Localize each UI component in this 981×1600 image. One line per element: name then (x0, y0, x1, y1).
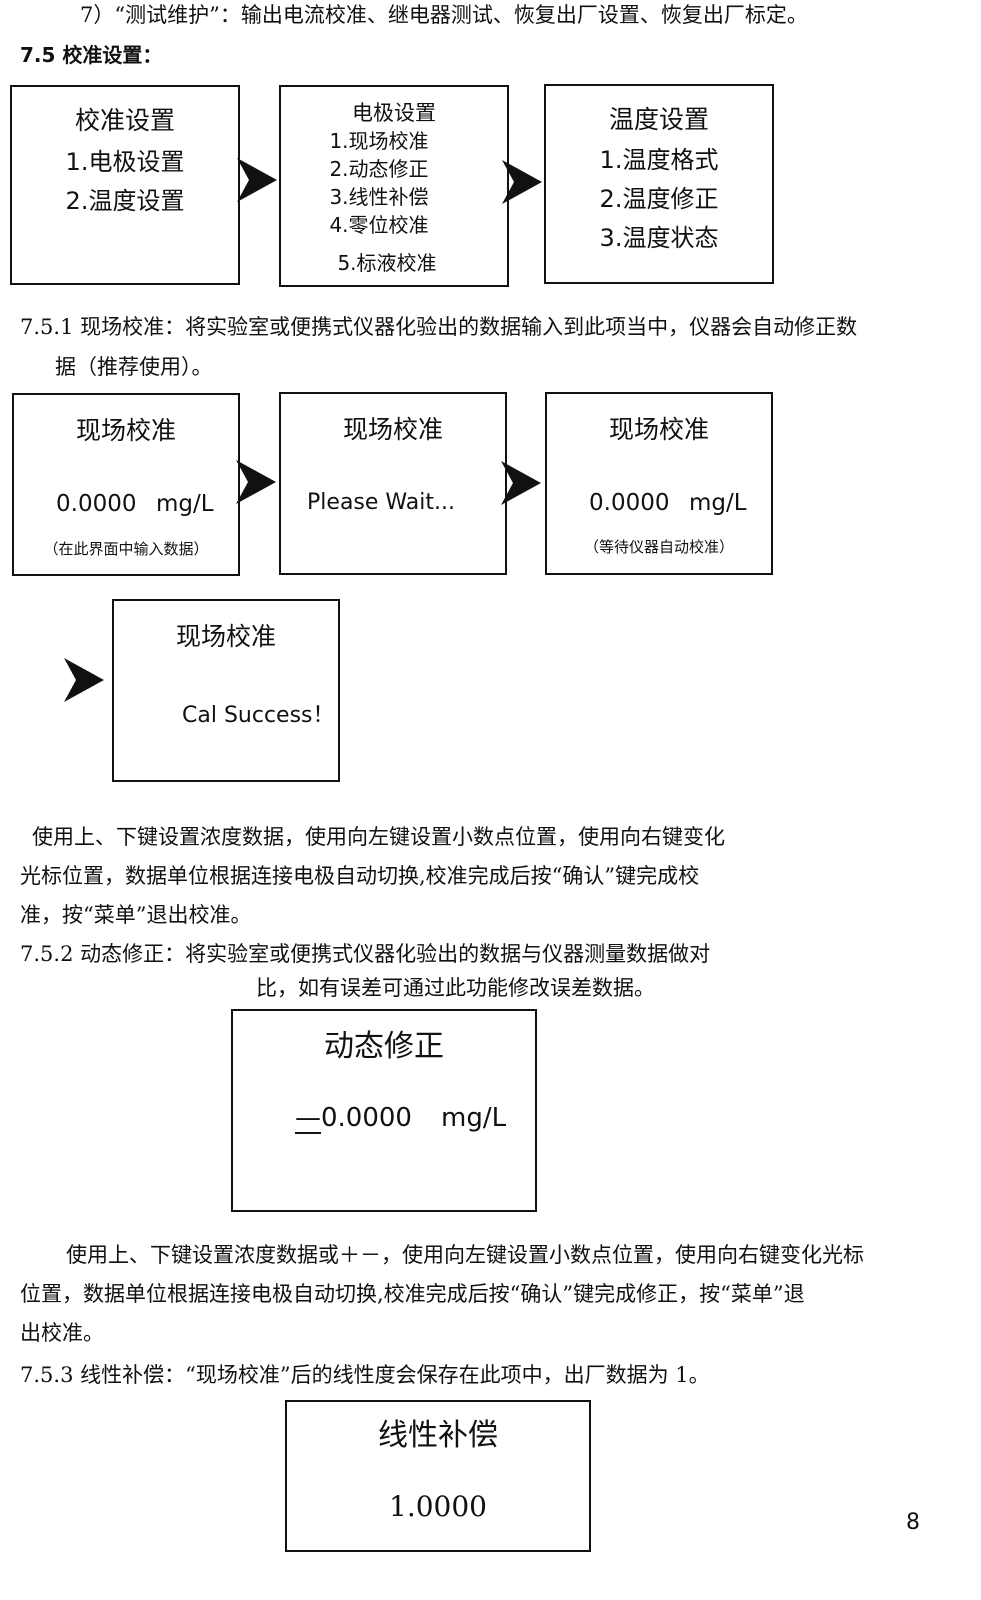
section-751-line2: 据（推荐使用）。 (55, 355, 213, 379)
section-752-line2: 比，如有误差可通过此功能修改误差数据。 (256, 976, 655, 1000)
screen-value: 0.0000 (321, 1103, 412, 1133)
menu-item: 5.标液校准 (337, 251, 437, 275)
menu-item: 2.温度设置 (65, 187, 185, 215)
screen-title: 现场校准 (175, 622, 276, 651)
menu-item: 1.温度格式 (599, 146, 719, 174)
screen-note: （在此界面中输入数据） (43, 540, 209, 558)
section-751-line1: 7.5.1 现场校准：将实验室或便携式仪器化验出的数据输入到此项当中，仪器会自动… (20, 315, 858, 339)
screen-title: 动态修正 (324, 1029, 444, 1064)
screen-message: Cal Success！ (182, 703, 335, 728)
screen-title: 现场校准 (608, 415, 709, 444)
menu-item: 3.温度状态 (599, 224, 719, 252)
screen-title: 现场校准 (342, 415, 443, 444)
screen-field-cal-success: 现场校准 Cal Success！ (112, 599, 340, 782)
section-title: 7.5 校准设置： (20, 43, 163, 67)
screen-field-cal-input: 现场校准 0.0000 mg/L （在此界面中输入数据） (12, 393, 240, 576)
menu-box-electrode: 电极设置 1.现场校准 2.动态修正 3.线性补偿 4.零位校准 5.标液校准 (279, 85, 509, 287)
menu-item: 3.线性补偿 (329, 185, 429, 209)
menu-title: 温度设置 (608, 105, 709, 134)
screen-field-cal-auto: 现场校准 0.0000 mg/L （等待仪器自动校准） (545, 392, 773, 575)
menu-box-calibration: 校准设置 1.电极设置 2.温度设置 (10, 85, 240, 285)
section-752-line1: 7.5.2 动态修正：将实验室或便携式仪器化验出的数据与仪器测量数据做对 (20, 942, 711, 966)
screen-unit: mg/L (441, 1103, 507, 1133)
menu-item: 1.电极设置 (65, 148, 185, 176)
screen-linear-compensation: 线性补偿 1.0000 (285, 1400, 591, 1552)
arrow-right-icon (236, 460, 276, 504)
paragraph-1-line1: 使用上、下键设置浓度数据，使用向左键设置小数点位置，使用向右键变化 (32, 825, 725, 849)
sign-cursor: — (295, 1103, 321, 1133)
arrow-right-icon (237, 158, 277, 202)
menu-item: 4.零位校准 (329, 213, 429, 237)
screen-unit: mg/L (156, 491, 214, 517)
screen-field-cal-wait: 现场校准 Please Wait... (279, 392, 507, 575)
menu-item: 1.现场校准 (329, 129, 429, 153)
arrow-right-icon (501, 461, 541, 505)
screen-value: 1.0000 (389, 1490, 487, 1523)
section-753: 7.5.3 线性补偿：“现场校准”后的线性度会保存在此项中，出厂数据为 1。 (20, 1363, 710, 1387)
screen-value: 0.0000 (56, 491, 137, 517)
menu-item: 2.温度修正 (599, 185, 719, 213)
screen-note: （等待仪器自动校准） (583, 538, 734, 556)
screen-value-row: —0.0000 (295, 1103, 412, 1133)
screen-unit: mg/L (689, 490, 747, 516)
intro-line: 7）“测试维护”：输出电流校准、继电器测试、恢复出厂设置、恢复出厂标定。 (80, 3, 808, 27)
arrow-right-icon (502, 160, 542, 204)
paragraph-2-line3: 出校准。 (20, 1321, 104, 1345)
menu-item: 2.动态修正 (329, 157, 429, 181)
paragraph-1-line3: 准，按“菜单”退出校准。 (20, 903, 252, 927)
arrow-right-icon (64, 658, 104, 702)
menu-title: 校准设置 (74, 106, 175, 135)
screen-title: 线性补偿 (378, 1418, 498, 1453)
menu-title: 电极设置 (352, 101, 436, 125)
screen-value: 0.0000 (589, 490, 670, 516)
screen-title: 现场校准 (75, 416, 176, 445)
paragraph-2-line1: 使用上、下键设置浓度数据或＋－，使用向左键设置小数点位置，使用向右键变化光标 (66, 1243, 864, 1267)
paragraph-1-line2: 光标位置，数据单位根据连接电极自动切换,校准完成后按“确认”键完成校 (20, 864, 700, 888)
menu-box-temperature: 温度设置 1.温度格式 2.温度修正 3.温度状态 (544, 84, 774, 284)
screen-message: Please Wait... (307, 490, 455, 515)
page-number: 8 (906, 1510, 920, 1535)
paragraph-2-line2: 位置，数据单位根据连接电极自动切换,校准完成后按“确认”键完成修正，按“菜单”退 (20, 1282, 805, 1306)
screen-dynamic-correction: 动态修正 —0.0000 mg/L (231, 1009, 537, 1212)
